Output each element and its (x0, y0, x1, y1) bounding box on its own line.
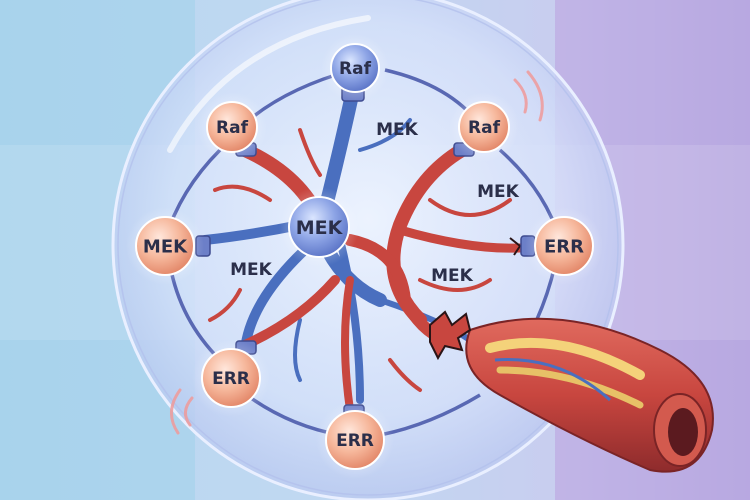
node-upper-right: Raf (449, 92, 519, 162)
broken-vessel-icon (429, 237, 522, 361)
blood-vessel-icon (465, 317, 714, 473)
label-right-lower: MEK (431, 266, 474, 286)
node-upper-left: Raf (197, 92, 267, 162)
node-bottom: ERR (316, 401, 394, 479)
label-left-mid: MEK (230, 260, 273, 280)
node-left: MEK (126, 207, 204, 285)
node-center: MEK (279, 187, 359, 267)
node-right-circle (534, 216, 594, 276)
node-lower-left-label: ERR (212, 369, 250, 389)
label-right-upper: MEK (477, 182, 520, 202)
node-left-label: MEK (143, 237, 188, 258)
label-upper-mid: MEK (376, 120, 419, 140)
node-left-circle (135, 216, 195, 276)
free-labels: MEK MEK MEK MEK (230, 120, 520, 286)
node-bottom-label: ERR (336, 431, 374, 451)
node-upper-right-circle (458, 101, 510, 153)
node-bottom-circle (325, 410, 385, 470)
sound-wave-icon (170, 70, 544, 435)
node-top: Raf (321, 34, 389, 102)
node-lower-left: ERR (192, 339, 270, 417)
node-lower-left-circle (201, 348, 261, 408)
node-upper-right-label: Raf (468, 118, 501, 138)
node-right-label: ERR (544, 237, 584, 258)
node-center-label: MEK (296, 217, 344, 239)
node-upper-left-label: Raf (216, 118, 249, 138)
node-right: ERR (525, 207, 603, 285)
node-center-circle (288, 196, 350, 258)
node-top-circle (330, 43, 380, 93)
node-upper-left-circle (206, 101, 258, 153)
node-top-label: Raf (339, 59, 372, 79)
